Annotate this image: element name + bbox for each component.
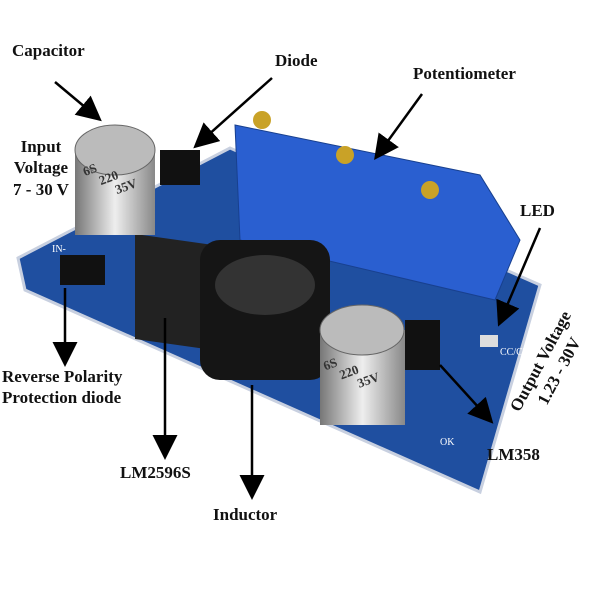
input-voltage-line3: 7 - 30 V	[13, 179, 69, 199]
reverse-diode	[60, 255, 105, 285]
reverse-line1: Reverse Polarity	[2, 367, 123, 386]
label-lm358: LM358	[487, 445, 540, 464]
led-component	[480, 335, 498, 347]
label-input-voltage: Input Voltage 7 - 30 V	[0, 136, 82, 200]
cap-marking-35v: 35V	[113, 175, 140, 197]
diode-component	[160, 150, 200, 185]
reverse-line2: Protection diode	[2, 388, 122, 408]
cap-marking: 220	[97, 167, 120, 188]
silk-in: IN-	[52, 244, 66, 255]
silk-cccv: CC/CV	[500, 347, 531, 358]
arrows	[52, 77, 542, 500]
label-potentiometer: Potentiometer	[413, 64, 516, 83]
potentiometer-blocks	[234, 124, 521, 301]
input-capacitor	[74, 124, 156, 176]
lm358-chip	[405, 320, 440, 370]
cap-marking-2: 220	[337, 362, 360, 383]
input-voltage-line2: Voltage	[13, 158, 69, 178]
silk-ok: OK	[440, 437, 455, 448]
label-lm2596s: LM2596S	[120, 463, 191, 482]
output-capacitor	[319, 304, 405, 356]
cap-marking-6s: 6S	[81, 160, 99, 179]
cap-marking-2-6s: 6S	[321, 354, 339, 373]
input-voltage-line1: Input	[20, 137, 62, 156]
label-diode: Diode	[275, 51, 318, 70]
label-reverse-polarity: Reverse Polarity Protection diode	[2, 366, 122, 409]
label-capacitor: Capacitor	[12, 41, 85, 60]
cap-marking-2-35v: 35V	[355, 369, 382, 391]
label-led: LED	[520, 201, 555, 220]
label-inductor: Inductor	[213, 505, 278, 524]
